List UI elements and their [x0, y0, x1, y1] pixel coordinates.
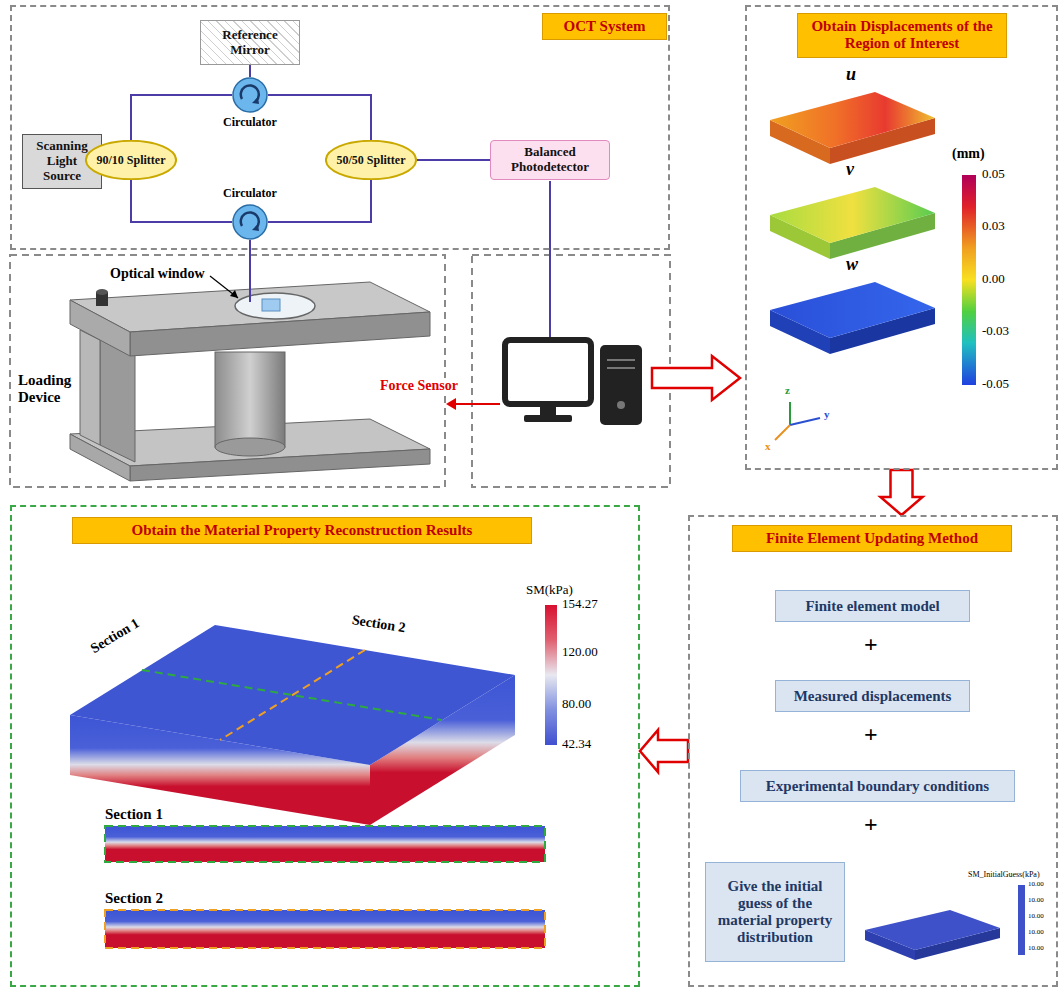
node-text: Experimental boundary conditions — [766, 778, 989, 795]
text-label: + — [864, 631, 878, 659]
text-label: Section 1 — [88, 615, 143, 657]
panel-heading: Obtain Displacements of the Region of In… — [797, 13, 1007, 58]
text-label: 0.03 — [982, 219, 1005, 234]
text-label: 10.00 — [1028, 896, 1044, 904]
text-label: z — [785, 384, 790, 397]
splitter-ellipse: 50/50 Splitter — [325, 140, 417, 180]
process-box: Reference Mirror — [200, 20, 300, 65]
node-text: Finite element model — [805, 598, 939, 615]
text-label: -0.03 — [982, 324, 1009, 339]
text-label: x — [765, 440, 771, 453]
text-label: 80.00 — [562, 697, 591, 712]
text-label: Section 1 — [105, 806, 163, 823]
displacement-w — [770, 282, 935, 354]
panel: Obtain the Material Property Reconstruct… — [10, 505, 640, 987]
text-label: -0.05 — [982, 377, 1009, 392]
leader-head — [230, 290, 238, 298]
text-label: (mm) — [952, 146, 985, 162]
leader-line — [210, 276, 238, 298]
process-box: Measured displacements — [775, 680, 970, 712]
text-label: Optical window — [110, 266, 205, 282]
fiber — [268, 180, 371, 222]
panel: Finite Element Updating MethodFinite ele… — [688, 515, 1058, 987]
node-text: Circulator — [223, 115, 277, 130]
text-label: 10.00 — [1028, 880, 1044, 888]
flow-arrow — [652, 356, 740, 400]
force-arrow-head — [446, 398, 456, 410]
fiber — [268, 95, 371, 140]
panel-border — [10, 255, 445, 487]
reconstruction-slab — [70, 625, 515, 825]
loading-device — [70, 282, 430, 481]
circulator-symbol — [232, 77, 268, 113]
text-label: w — [846, 254, 858, 275]
circulator-symbol — [232, 204, 268, 240]
text-label: + — [864, 811, 878, 839]
colorbar — [545, 605, 557, 745]
panel-heading: OCT System — [542, 13, 667, 40]
text-label: 42.34 — [562, 737, 591, 752]
splitter-ellipse: 90/10 Splitter — [85, 140, 177, 180]
panel: OCT SystemReference MirrorScanning Light… — [10, 5, 670, 250]
text-label: 154.27 — [562, 597, 598, 612]
circulator-arrow — [241, 85, 259, 101]
circulator: Circulator — [232, 77, 268, 113]
text-label: v — [846, 159, 854, 180]
circulator-circle — [233, 205, 267, 239]
fiber — [131, 95, 232, 140]
circulator-arrowhead — [252, 97, 259, 104]
circulator-arrowhead — [252, 224, 259, 231]
flow-arrow — [640, 730, 688, 772]
process-box: Balanced Photodetector — [490, 140, 610, 180]
section-strip — [105, 826, 545, 862]
text-label: 0.05 — [982, 167, 1005, 182]
colorbar — [962, 175, 976, 385]
circulator-arrow — [241, 212, 259, 228]
text-label: u — [846, 64, 856, 85]
displacement-u — [770, 92, 935, 164]
text-label: 10.00 — [1028, 944, 1044, 952]
flow-arrow — [881, 470, 923, 515]
process-box: Finite element model — [775, 590, 970, 622]
panel-border — [472, 255, 670, 487]
circulator: Circulator — [232, 204, 268, 240]
circulator-circle — [233, 78, 267, 112]
section-strip — [105, 910, 545, 948]
node-text: 90/10 Splitter — [97, 153, 166, 168]
text-label: 0.00 — [982, 272, 1005, 287]
node-text: Reference Mirror — [206, 28, 294, 58]
fiber — [249, 65, 251, 77]
text-label: 10.00 — [1028, 928, 1044, 936]
text-label: + — [864, 721, 878, 749]
panel-heading: Finite Element Updating Method — [732, 525, 1012, 552]
text-label: SM(kPa) — [526, 583, 573, 598]
text-label: 120.00 — [562, 645, 598, 660]
displacement-v — [770, 187, 935, 259]
text-label: SM_InitialGuess(kPa) — [968, 870, 1040, 879]
fiber — [549, 181, 551, 337]
text-label: Force Sensor — [378, 378, 460, 394]
process-box: Give the initial guess of the material p… — [705, 862, 845, 962]
text-label: 10.00 — [1028, 912, 1044, 920]
force-arrow — [454, 403, 500, 405]
text-label: Section 2 — [351, 612, 407, 636]
text-label: y — [824, 408, 830, 421]
node-text: Circulator — [223, 186, 277, 201]
text-label: Loading Device — [18, 372, 80, 407]
node-text: 50/50 Splitter — [337, 153, 406, 168]
text-label: Section 2 — [105, 890, 163, 907]
panel: Obtain Displacements of the Region of In… — [745, 5, 1058, 470]
panel-heading: Obtain the Material Property Reconstruct… — [72, 517, 532, 544]
ellipse-shape — [86, 141, 176, 179]
node-text: Balanced Photodetector — [496, 145, 604, 175]
node-text: Give the initial guess of the material p… — [712, 878, 838, 946]
initial-guess-slab — [865, 885, 1025, 960]
ellipse-shape — [326, 141, 416, 179]
axes — [775, 402, 820, 440]
fiber — [131, 180, 232, 222]
computer — [505, 340, 642, 425]
fiber — [417, 159, 490, 161]
process-box: Experimental boundary conditions — [740, 770, 1015, 802]
node-text: Measured displacements — [794, 688, 952, 705]
